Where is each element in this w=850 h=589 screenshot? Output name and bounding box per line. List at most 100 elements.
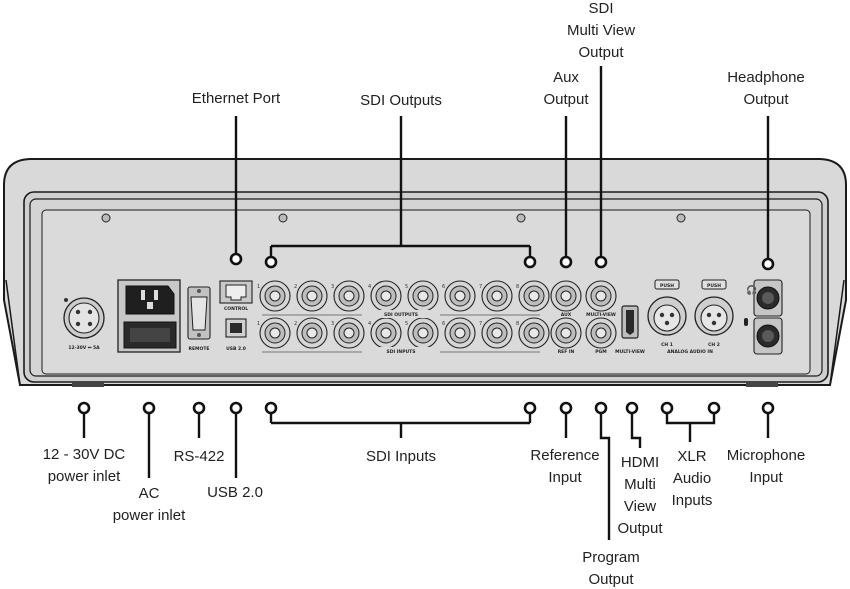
sdi-out-marker-right [523, 255, 537, 269]
dc-power-connector: 12-30V ⎓ 5A [63, 297, 105, 351]
label-dc-line2: power inlet [48, 468, 121, 485]
sdi-input-port-number: 2 [294, 321, 297, 327]
sdi-output-bnc [444, 280, 476, 312]
label-hdmi-line1: HDMI [621, 454, 659, 471]
sdi-output-bnc [481, 280, 513, 312]
sdi-output-bnc [370, 280, 402, 312]
bottom-callout-lines [77, 401, 775, 540]
aux-multiview-ref-pgm-connectors [550, 280, 617, 349]
hdmi-caption: MULTI-VIEW [615, 349, 645, 355]
sdi-inputs-caption: SDI INPUTS [387, 349, 416, 355]
ch2-caption: CH 2 [708, 342, 720, 348]
label-sdi-outputs: SDI Outputs [360, 92, 442, 109]
sdi-output-bnc [518, 280, 550, 312]
rs422-connector: REMOTE [187, 286, 211, 352]
top-callout-labels: Ethernet Port SDI Outputs Aux Output SDI… [192, 0, 805, 109]
label-hdmi-line3: View [624, 498, 656, 515]
sdi-output-port-number: 7 [479, 284, 482, 290]
usb-caption: USB 2.0 [226, 346, 246, 352]
microphone-marker [761, 401, 775, 415]
sdi-output-port-number: 5 [405, 284, 408, 290]
ethernet-marker [229, 252, 243, 266]
control-caption: CONTROL [224, 306, 248, 312]
top-callout-lines [229, 66, 775, 271]
xlr-marker-left [660, 401, 674, 415]
sdi-input-bnc [407, 317, 439, 349]
label-usb: USB 2.0 [207, 484, 263, 501]
rs422-marker [192, 401, 206, 415]
label-headphone-line1: Headphone [727, 69, 805, 86]
sdi-input-port-number: 1 [257, 321, 260, 327]
aux-bnc [550, 280, 582, 312]
bottom-callout-labels: 12 - 30V DC power inlet AC power inlet R… [43, 446, 805, 588]
pgm-caption: PGM [595, 349, 607, 355]
label-microphone-line2: Input [749, 469, 783, 486]
label-sdi-mv-line3: Output [578, 44, 624, 61]
xlr-connectors: PUSH PUSH CH 1 CH 2 ANALOG AUDIO IN [647, 279, 734, 355]
push-label-ch1: PUSH [660, 283, 674, 289]
multiview-caption: MULTI-VIEW [586, 312, 616, 318]
sdi-output-port-number: 3 [331, 284, 334, 290]
sdi-input-port-number: 3 [331, 321, 334, 327]
sdi-output-port-number: 6 [442, 284, 445, 290]
hdmi-marker [625, 401, 639, 415]
ch1-caption: CH 1 [661, 342, 673, 348]
usb-connector: USB 2.0 [225, 318, 247, 352]
sdi-input-bnc [481, 317, 513, 349]
sdi-output-bnc [407, 280, 439, 312]
label-headphone-line2: Output [743, 91, 789, 108]
program-marker [594, 401, 608, 415]
sdi-input-connectors: 1 2 3 4 5 6 7 8 [257, 317, 550, 349]
ref-in-caption: REF IN [558, 349, 575, 355]
sdi-input-port-number: 8 [516, 321, 519, 327]
headphone-icon: 🎧 [746, 284, 757, 296]
analog-audio-caption: ANALOG AUDIO IN [667, 349, 713, 355]
label-aux-line2: Output [543, 91, 589, 108]
sdi-input-bnc [259, 317, 291, 349]
push-label-ch2: PUSH [707, 283, 721, 289]
sdi-output-port-number: 1 [257, 284, 260, 290]
sdi-input-bnc [444, 317, 476, 349]
sdi-input-bnc [333, 317, 365, 349]
sdi-multiview-marker [594, 255, 608, 269]
sdi-output-port-number: 8 [516, 284, 519, 290]
hdmi-connector: MULTI-VIEW [615, 305, 645, 355]
label-xlr-line1: XLR [677, 448, 706, 465]
headphone-marker [761, 257, 775, 271]
label-aux-line1: Aux [553, 69, 579, 86]
pgm-bnc [585, 317, 617, 349]
label-hdmi-line2: Multi [624, 476, 656, 493]
ac-power-connector [117, 279, 181, 353]
label-program-line1: Program [582, 549, 640, 566]
label-ac-line2: power inlet [113, 507, 186, 524]
microphone-icon [744, 318, 748, 326]
label-program-line2: Output [588, 571, 634, 588]
sdi-input-port-number: 6 [442, 321, 445, 327]
aux-caption: AUX [561, 312, 572, 318]
sdi-outputs-caption: SDI OUTPUTS [384, 312, 418, 318]
sdi-in-marker-left [264, 401, 278, 415]
sdi-input-port-number: 4 [368, 321, 371, 327]
label-xlr-line2: Audio [673, 470, 711, 487]
headphone-mic-jacks: 🎧 [744, 279, 783, 355]
label-xlr-line3: Inputs [672, 492, 713, 509]
sdi-input-bnc [518, 317, 550, 349]
label-rs422: RS-422 [174, 448, 225, 465]
sdi-output-bnc [333, 280, 365, 312]
sdi-output-port-number: 2 [294, 284, 297, 290]
sdi-input-bnc [370, 317, 402, 349]
sdi-input-port-number: 5 [405, 321, 408, 327]
label-sdi-inputs: SDI Inputs [366, 448, 436, 465]
panel-screws [101, 213, 686, 223]
label-reference-line1: Reference [530, 447, 599, 464]
label-microphone-line1: Microphone [727, 447, 805, 464]
sdi-input-port-number: 7 [479, 321, 482, 327]
dc-caption: 12-30V ⎓ 5A [68, 345, 100, 351]
label-reference-line2: Input [548, 469, 582, 486]
label-ethernet-port: Ethernet Port [192, 90, 281, 107]
label-hdmi-line4: Output [617, 520, 663, 537]
label-sdi-mv-line1: SDI [588, 0, 613, 17]
ac-power-marker [142, 401, 156, 415]
